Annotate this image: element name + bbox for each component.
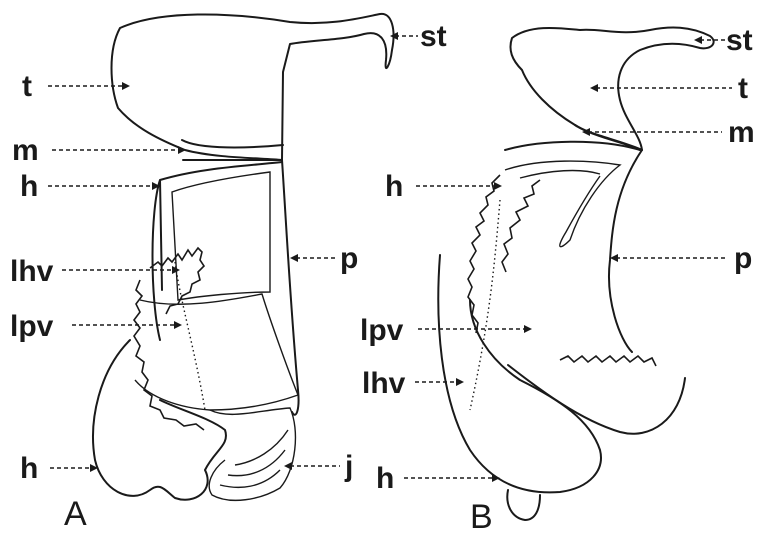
panel-b-drawing [438, 28, 713, 520]
label-a-t: t [22, 70, 130, 103]
panel-a-window [172, 172, 270, 300]
label-a-h-top: h [20, 170, 160, 203]
label-a-lhv-text: lhv [10, 255, 54, 288]
label-a-h-bottom-text: h [20, 452, 38, 485]
panel-b-inner-loops [505, 161, 620, 247]
label-a-p-text: p [340, 242, 358, 275]
panel-b-letter: B [470, 498, 493, 533]
label-b-lpv: lpv [360, 314, 532, 347]
label-b-t-text: t [738, 72, 748, 105]
panel-b-m-structure [505, 125, 642, 150]
panel-a-dotted-line [175, 262, 205, 410]
label-b-p: p [610, 242, 752, 275]
label-b-lhv-text: lhv [362, 367, 406, 400]
label-b-h-top-text: h [385, 170, 403, 203]
label-a-p: p [290, 242, 358, 275]
label-b-h-bottom-text: h [376, 462, 394, 495]
label-a-m-text: m [12, 134, 39, 167]
label-a-st: st [390, 20, 447, 53]
panel-a-lpv-body [135, 294, 298, 410]
label-b-p-text: p [734, 242, 752, 275]
label-b-lpv-text: lpv [360, 314, 404, 347]
panel-a-tergite-outline [112, 14, 394, 160]
label-b-st: st [694, 24, 753, 57]
label-a-lpv-text: lpv [10, 310, 54, 343]
label-a-j-text: j [344, 450, 353, 483]
panel-a-j-coil [209, 408, 295, 500]
label-a-st-text: st [420, 20, 447, 53]
label-a-lhv: lhv [10, 255, 180, 288]
panel-b-base [507, 490, 540, 520]
label-b-h-top: h [385, 170, 502, 203]
label-b-t: t [590, 72, 748, 105]
panel-b-inner-jagged [502, 180, 540, 272]
label-b-h-bottom: h [376, 462, 500, 495]
label-b-m-text: m [728, 116, 755, 149]
label-a-h-top-text: h [20, 170, 38, 203]
panel-a-lower-flap [93, 340, 226, 500]
panel-b-lpv-jagged [560, 356, 656, 366]
label-b-st-text: st [726, 24, 753, 57]
label-a-h-bottom: h [20, 452, 98, 485]
panel-a-h-frame [153, 160, 283, 340]
panel-b-body-right [609, 150, 642, 352]
label-a-t-text: t [22, 70, 32, 103]
panel-a-letter: A [64, 495, 87, 533]
panel-b-labels: st t m h p lpv lhv [360, 24, 755, 533]
panel-b-right-fold [508, 365, 685, 434]
panel-a-labels: st t m h p lhv lpv [10, 20, 447, 533]
